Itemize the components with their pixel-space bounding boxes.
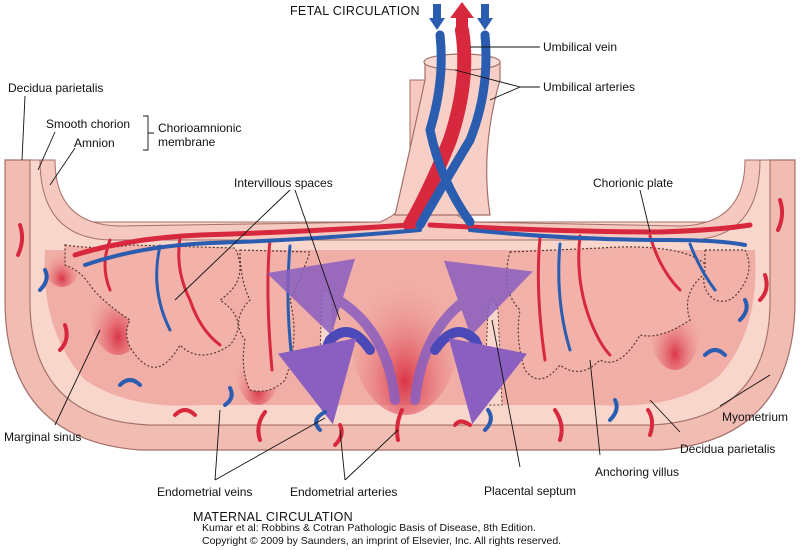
flow-arrow-down-left — [277, 327, 375, 425]
flow-arrow-up-left — [266, 258, 400, 405]
endometrial-artery — [553, 408, 564, 442]
leader-chorionic-plate — [639, 189, 651, 233]
umbilical-artery-flow-arrow-right — [477, 4, 493, 30]
umbilical-artery-flow-arrow-left — [429, 4, 445, 30]
label-membrane: membrane — [158, 135, 216, 149]
endometrial-vein — [738, 298, 749, 322]
label-smooth-chorion: Smooth chorion — [46, 117, 131, 131]
villus-artery-1 — [177, 236, 222, 347]
label-decidua-parietalis-top: Decidua parietalis — [8, 81, 104, 95]
leader-myometrium — [719, 374, 771, 407]
leader-endometrial-arteries-1 — [339, 429, 346, 481]
endometrial-vein — [38, 268, 49, 292]
endometrial-artery — [776, 198, 785, 232]
endometrial-vein — [483, 408, 493, 432]
endometrial-artery — [646, 408, 655, 437]
endometrial-vein — [118, 378, 142, 387]
endometrial-vessels — [16, 198, 785, 447]
label-decidua-parietalis-bottom: Decidua parietalis — [680, 442, 776, 456]
label-endometrial-veins: Endometrial veins — [157, 485, 253, 499]
label-marginal-sinus: Marginal sinus — [4, 430, 82, 444]
leader-endometrial-arteries-2 — [344, 429, 399, 481]
endometrial-vein — [608, 398, 619, 422]
villus-vein-3 — [557, 242, 572, 352]
label-intervillous-spaces: Intervillous spaces — [234, 176, 333, 190]
villus-vein-1 — [155, 244, 172, 332]
chorionic-artery-right — [427, 222, 753, 235]
label-anchoring-villus: Anchoring villus — [595, 465, 680, 479]
label-umbilical-arteries: Umbilical arteries — [543, 80, 636, 94]
label-umbilical-vein: Umbilical vein — [543, 40, 618, 54]
leader-anchoring-villus — [589, 359, 601, 456]
chorionic-vein-left — [83, 228, 422, 267]
leader-decidua-parietalis-bottom — [649, 399, 681, 433]
umbilical-vein-vessel — [403, 23, 472, 232]
chorionic-vein-right — [468, 228, 747, 247]
endometrial-artery — [173, 408, 197, 417]
credit-line-2: Copyright © 2009 by Saunders, an imprint… — [202, 535, 562, 547]
label-amnion: Amnion — [74, 136, 115, 150]
villus-artery-6 — [536, 236, 547, 362]
leader-lines — [21, 46, 771, 481]
fetal-arteries — [72, 23, 753, 372]
label-endometrial-arteries: Endometrial arteries — [290, 485, 398, 499]
umbilical-vein-flow-arrow — [450, 2, 474, 30]
endometrial-artery — [58, 323, 69, 352]
villus-artery-4 — [577, 234, 612, 357]
leader-placental-septum — [491, 319, 521, 468]
endometrial-vein — [223, 386, 234, 407]
villus-artery-2 — [103, 238, 112, 292]
leader-intervillous-1 — [174, 189, 291, 301]
endometrial-artery — [758, 273, 769, 302]
credit-line-1: Kumar et al: Robbins & Cotran Pathologic… — [202, 522, 536, 534]
chorioamnionic-bracket — [143, 115, 154, 151]
umbilical-artery-vessel-right — [415, 30, 491, 230]
endometrial-artery — [333, 423, 344, 447]
flow-arrow-up-right — [410, 260, 533, 405]
umbilical-artery-vessel-left — [425, 30, 475, 227]
label-chorionic-plate: Chorionic plate — [593, 176, 674, 190]
endometrial-artery — [395, 408, 404, 442]
maternal-circulation-title: MATERNAL CIRCULATION — [193, 510, 353, 524]
endometrial-artery — [453, 419, 472, 427]
endometrial-vein — [703, 348, 727, 357]
endometrial-vein — [314, 410, 327, 432]
endometrial-artery — [16, 223, 25, 257]
label-myometrium: Myometrium — [722, 410, 789, 424]
label-chorioamnionic: Chorioamnionic — [158, 121, 242, 135]
chorionic-plate — [39, 79, 761, 241]
villus-vein-4 — [688, 242, 717, 292]
leader-amnion — [49, 147, 76, 186]
label-placental-septum: Placental septum — [484, 484, 577, 498]
cotyledon-left — [64, 244, 241, 368]
leader-endometrial-veins-1 — [214, 417, 326, 481]
flow-arrow-down-right — [430, 327, 528, 425]
chorionic-artery-left — [72, 222, 413, 258]
endometrial-artery — [256, 410, 267, 442]
leader-smooth-chorion — [37, 131, 56, 171]
leader-intervillous-2 — [294, 189, 341, 321]
maternal-flow-arrows — [266, 258, 533, 425]
fetal-circulation-title: FETAL CIRCULATION — [290, 4, 420, 18]
cord-flow-arrows — [429, 2, 493, 30]
leader-marginal-sinus — [54, 329, 101, 426]
leader-decidua-parietalis-top — [21, 95, 26, 161]
maternal-spurt-center — [350, 245, 460, 415]
leader-endometrial-veins-2 — [214, 409, 221, 481]
